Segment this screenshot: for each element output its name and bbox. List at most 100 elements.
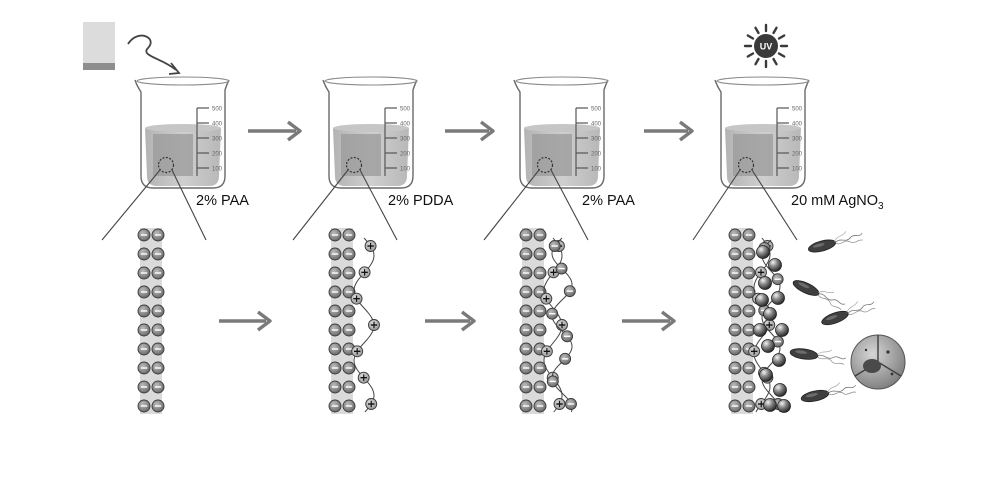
positive-charge (368, 319, 380, 331)
negative-charge (328, 304, 342, 318)
beaker-tick-label: 100 (400, 167, 411, 173)
negative-charge (728, 285, 742, 299)
silver-nanoparticle (755, 293, 769, 307)
positive-charge (351, 345, 364, 358)
negative-charge (519, 304, 533, 318)
negative-charge (151, 247, 165, 261)
silver-nanoparticle (771, 291, 785, 305)
negative-charge (137, 342, 151, 356)
negative-charge (342, 361, 356, 375)
negative-charge (328, 285, 342, 299)
negative-charge (533, 266, 547, 280)
bacterium-5 (800, 382, 857, 403)
silver-nanoparticle (777, 399, 791, 413)
negative-charge (137, 247, 151, 261)
negative-charge (137, 399, 151, 413)
top-arrow-1 (248, 120, 302, 142)
positive-charge (540, 345, 553, 358)
negative-charge (533, 399, 547, 413)
negative-charge (342, 380, 356, 394)
negative-charge (328, 266, 342, 280)
pour-curved-arrow (127, 34, 177, 71)
negative-charge (728, 342, 742, 356)
step-label-3: 2% PAA (582, 193, 635, 209)
top-arrow-2 (445, 120, 495, 142)
negative-charge (137, 380, 151, 394)
beaker-1: 500 400 300 200 100 (134, 76, 230, 189)
negative-charge (533, 247, 547, 261)
negative-charge (533, 380, 547, 394)
negative-charge (137, 285, 151, 299)
negative-charge (328, 247, 342, 261)
beaker-tick-label: 300 (212, 137, 223, 143)
negative-charge (519, 228, 533, 242)
negative-charge (328, 228, 342, 242)
cell-cross-section (850, 334, 906, 390)
beaker-tick-label: 100 (591, 167, 602, 173)
silver-nanoparticle (759, 368, 773, 382)
beaker-tick-label: 200 (212, 152, 223, 158)
negative-charge (151, 361, 165, 375)
negative-charge (151, 266, 165, 280)
beaker-tick-label: 400 (591, 122, 602, 128)
negative-charge (151, 228, 165, 242)
negative-charge (328, 380, 342, 394)
positive-charge (357, 371, 370, 384)
beaker-tick-label: 400 (212, 122, 223, 128)
negative-charge (548, 240, 561, 252)
negative-charge (771, 273, 784, 286)
negative-charge (519, 323, 533, 337)
negative-charge (328, 361, 342, 375)
pour-arrowhead (168, 62, 181, 75)
negative-charge (342, 399, 356, 413)
beaker-tick-label: 400 (400, 122, 411, 128)
negative-charge (533, 323, 547, 337)
substrate-strip-3 (519, 228, 547, 414)
positive-charge (358, 266, 371, 279)
beaker-tick-label: 300 (591, 137, 602, 143)
negative-charge (728, 361, 742, 375)
beaker-tick-label: 400 (792, 122, 803, 128)
positive-charge (540, 292, 553, 305)
negative-charge (728, 266, 742, 280)
silver-nanoparticle (763, 398, 777, 412)
step-label-2: 2% PDDA (388, 193, 454, 209)
negative-charge (519, 380, 533, 394)
negative-charge (137, 361, 151, 375)
negative-charge (728, 304, 742, 318)
negative-charge (519, 285, 533, 299)
negative-charge (151, 323, 165, 337)
negative-charge (533, 228, 547, 242)
beaker-tick-label: 500 (212, 107, 223, 113)
negative-charge (342, 247, 356, 261)
silver-nanoparticle (756, 245, 770, 259)
negative-charge (742, 399, 756, 413)
uv-label: UV (760, 42, 773, 52)
negative-charge (742, 323, 756, 337)
uv-sun-icon: UV (743, 23, 789, 69)
silver-nanoparticle (773, 383, 787, 397)
negative-charge (728, 228, 742, 242)
bacterium-3 (821, 301, 876, 326)
positive-charge (364, 240, 377, 252)
positive-charge (556, 319, 568, 331)
negative-charge (563, 285, 576, 298)
negative-charge (519, 266, 533, 280)
negative-charge (742, 304, 756, 318)
step-label-1: 2% PAA (196, 193, 249, 209)
negative-charge (328, 399, 342, 413)
negative-charge (565, 398, 577, 410)
beaker-tick-label: 500 (400, 107, 411, 113)
silver-nanoparticle (761, 339, 775, 353)
negative-charge (342, 228, 356, 242)
bottom-arrow-3 (622, 310, 676, 332)
silver-nanoparticle (772, 353, 786, 367)
beaker-tick-label: 500 (792, 107, 803, 113)
beaker-tick-label: 100 (212, 167, 223, 173)
positive-charge (755, 266, 767, 279)
negative-charge (742, 361, 756, 375)
negative-charge (137, 266, 151, 280)
